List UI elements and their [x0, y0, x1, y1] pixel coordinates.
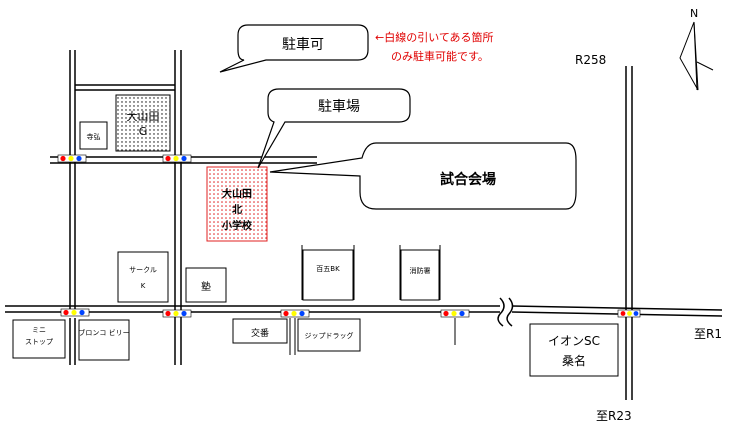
traffic-signal-icon: [617, 309, 641, 318]
teishin-building: 寺弘: [79, 121, 108, 150]
parking-note-line-2: のみ駐車可能です。: [391, 49, 489, 63]
school-label-2: 北: [232, 203, 242, 216]
venue-label: 試合会場: [440, 171, 496, 188]
circle-k-label-2: K: [141, 282, 146, 290]
juku-building: 塾: [185, 267, 227, 303]
teishin-label: 寺弘: [87, 133, 101, 141]
traffic-signal-icon: [280, 309, 310, 318]
north-arrow-icon: N: [679, 7, 714, 91]
drugstore-label: ジップドラッグ: [305, 331, 354, 340]
bronco-billy-restaurant: ブロンコ ビリー: [78, 319, 130, 361]
circle-k-label-1: サークル: [129, 266, 157, 274]
circle-k-store: サークル K: [117, 251, 169, 303]
drugstore: ジップドラッグ: [297, 318, 361, 352]
hyakugo-bank-label: 百五BK: [316, 265, 340, 273]
north-label: N: [690, 7, 698, 20]
traffic-signal-icon: [440, 309, 470, 318]
to-r1-label: 至R1: [694, 327, 722, 341]
school-building: 大山田 北 小学校: [206, 166, 268, 242]
traffic-signal-icon: [60, 308, 90, 317]
oyamada-ground-label-1: 大山田: [127, 109, 160, 123]
juku-label: 塾: [201, 280, 211, 293]
aeon-label-2: 桑名: [562, 353, 586, 368]
oyamada-ground-label-2: G: [139, 125, 148, 138]
aeon-label-1: イオンSC: [548, 334, 600, 348]
hyakugo-bank: 百五BK: [302, 249, 354, 301]
oyamada-ground: 大山田 G: [115, 94, 171, 152]
mini-stop-label-2: ストップ: [25, 338, 53, 346]
traffic-signal-icon: [57, 154, 87, 163]
parking-lot-callout: 駐車場: [257, 88, 411, 169]
traffic-signals: [57, 154, 641, 318]
mini-stop-label-1: ミニ: [32, 326, 46, 334]
to-r23-label: 至R23: [596, 409, 632, 423]
venue-callout: 試合会場: [269, 142, 577, 210]
fire-station-label: 消防署: [410, 266, 431, 275]
parking-ok-callout: 駐車可: [219, 24, 369, 73]
parking-ok-label: 駐車可: [282, 36, 324, 53]
traffic-signal-icon: [162, 154, 192, 163]
koban: 交番: [232, 318, 288, 344]
traffic-signal-icon: [162, 309, 192, 318]
school-label-3: 小学校: [221, 219, 253, 232]
fire-station: 消防署: [400, 249, 440, 301]
bronco-billy-label: ブロンコ ビリー: [78, 328, 129, 337]
route-258-label: R258: [575, 53, 606, 67]
koban-label: 交番: [251, 327, 269, 339]
mini-stop-store: ミニ ストップ: [12, 319, 66, 359]
school-label-1: 大山田: [222, 187, 252, 200]
aeon-mall: イオンSC 桑名: [529, 323, 619, 377]
parking-lot-label: 駐車場: [318, 98, 360, 115]
parking-note-line-1: ←白線の引いてある箇所: [375, 30, 494, 44]
